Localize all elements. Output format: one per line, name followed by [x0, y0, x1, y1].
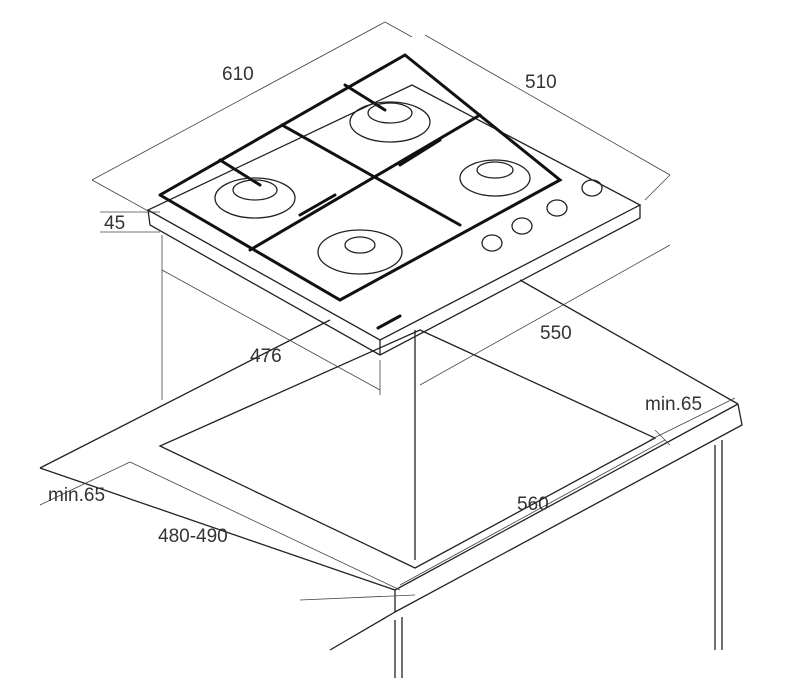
dim-min-clearance-front: min.65	[48, 485, 106, 506]
dim-cutout-width-inner: 550	[540, 323, 572, 344]
dim-cutout-depth: 480-490	[158, 526, 228, 547]
dim-hob-width: 610	[222, 64, 254, 85]
dim-hob-depth: 510	[525, 72, 557, 93]
control-knobs	[481, 179, 603, 252]
cutout	[158, 329, 657, 569]
countertop	[39, 279, 743, 678]
dimension-lines	[39, 21, 736, 601]
dim-cutout-width: 560	[517, 494, 549, 515]
dim-cutout-depth-inner: 476	[250, 346, 282, 367]
pan-supports	[158, 53, 563, 302]
burners	[214, 101, 531, 275]
dim-min-clearance-right: min.65	[645, 394, 703, 415]
hob	[146, 84, 642, 356]
dim-hob-height: 45	[104, 213, 126, 234]
